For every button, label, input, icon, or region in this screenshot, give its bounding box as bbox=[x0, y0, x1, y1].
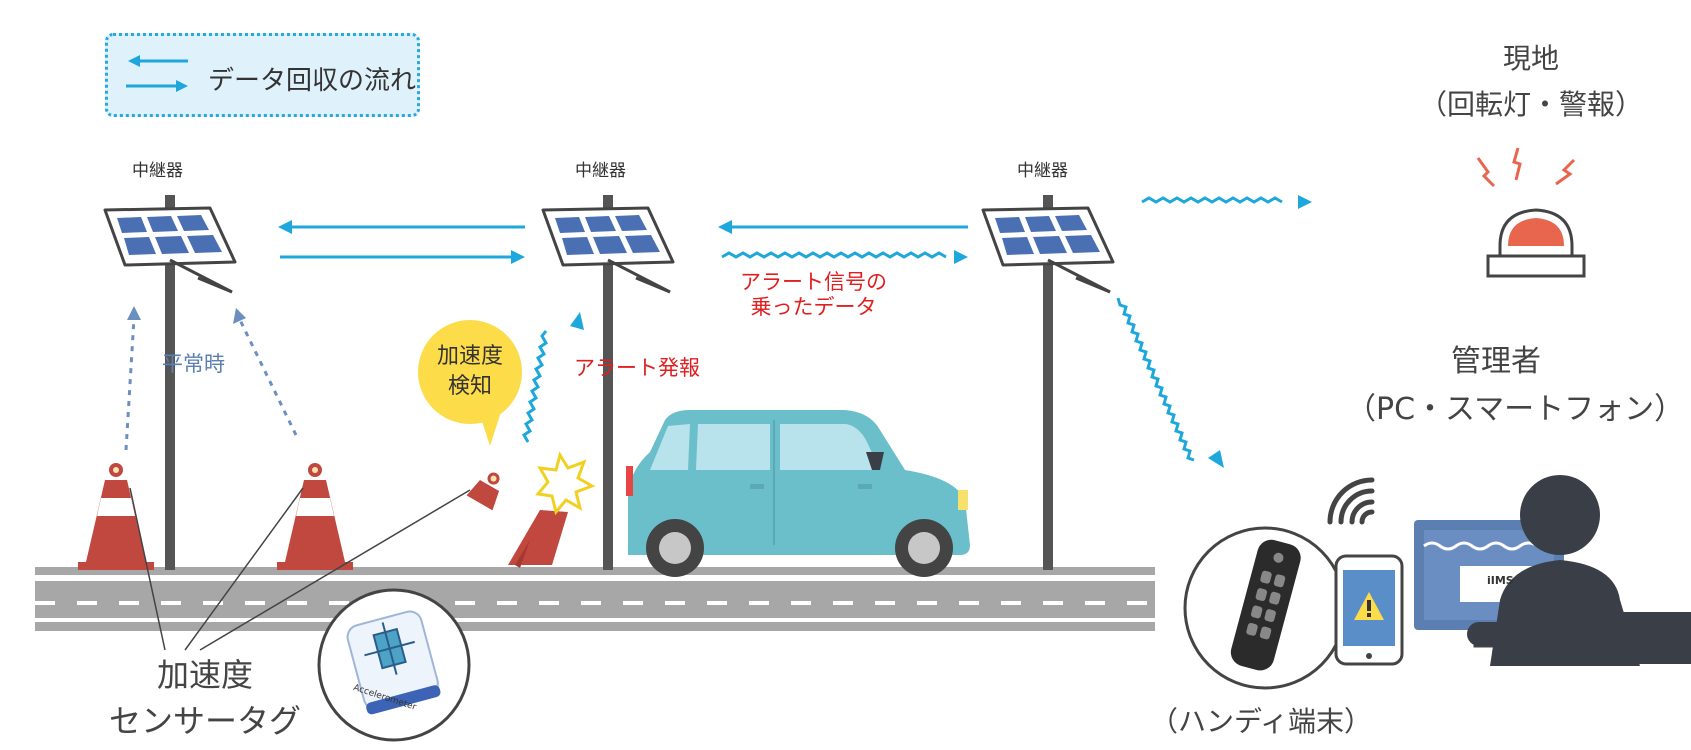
alert-data-line1: アラート信号の bbox=[740, 270, 887, 294]
fallen-cone bbox=[466, 472, 568, 568]
alert-wave-arrowheads bbox=[570, 195, 1312, 468]
admin-label: 管理者 （PC・スマートフォン） bbox=[1346, 338, 1685, 434]
onsite-line1: 現地 bbox=[1502, 42, 1559, 75]
legend-box: データ回収の流れ bbox=[105, 33, 420, 117]
monitor-brand-label: iIMS bbox=[1487, 574, 1514, 587]
legend-label: データ回収の流れ bbox=[208, 66, 417, 96]
accel-detect-label: 加速度 検知 bbox=[425, 342, 515, 402]
flow-arrows bbox=[278, 220, 968, 264]
traffic-cone-2 bbox=[277, 463, 353, 570]
normal-dotted-arrows bbox=[124, 317, 298, 451]
accel-detect-bubble bbox=[418, 320, 522, 446]
wifi-icon bbox=[1327, 477, 1375, 525]
alarm-spark-icon bbox=[1476, 147, 1576, 188]
relay-panel-3 bbox=[981, 206, 1115, 294]
handy-terminal-label: （ハンディ端末） bbox=[1150, 705, 1373, 738]
relay-panel-2 bbox=[541, 206, 675, 294]
relay-label-2: 中継器 bbox=[575, 161, 626, 181]
accel-detect-line1: 加速度 bbox=[436, 344, 503, 369]
sensor-tag-label: 加速度 センサータグ bbox=[90, 652, 320, 744]
normal-label: 平常時 bbox=[162, 352, 225, 376]
legend-arrows-icon bbox=[126, 55, 188, 92]
alert-issue-label: アラート発報 bbox=[574, 356, 700, 380]
onsite-line2: （回転灯・警報） bbox=[1418, 88, 1643, 121]
relay-label-3: 中継器 bbox=[1017, 161, 1068, 181]
accel-detect-line2: 検知 bbox=[447, 374, 492, 399]
alert-data-line2: 乗ったデータ bbox=[750, 295, 877, 319]
relay-panel-1 bbox=[103, 206, 237, 294]
alert-wave-arrows bbox=[522, 196, 1283, 462]
onsite-label: 現地 （回転灯・警報） bbox=[1416, 36, 1646, 128]
admin-line2: （PC・スマートフォン） bbox=[1346, 392, 1685, 427]
rotating-light-icon bbox=[1486, 208, 1586, 278]
alert-data-label: アラート信号の 乗ったデータ bbox=[740, 270, 887, 320]
admin-line1: 管理者 bbox=[1451, 344, 1541, 379]
admin-person-icon bbox=[1467, 475, 1691, 666]
sensor-line1: 加速度 bbox=[156, 656, 253, 694]
smartphone-icon bbox=[1334, 554, 1404, 666]
sensor-line2: センサータグ bbox=[108, 702, 301, 740]
impact-burst bbox=[535, 451, 596, 516]
sensor-callout-lines bbox=[129, 487, 471, 651]
sensor-tag-image bbox=[317, 588, 471, 742]
relay-label-1: 中継器 bbox=[132, 161, 183, 181]
car bbox=[626, 410, 970, 577]
traffic-cone-1 bbox=[78, 463, 154, 570]
road bbox=[35, 567, 1155, 631]
relay-poles bbox=[165, 195, 1053, 570]
handy-terminal-image bbox=[1183, 526, 1347, 690]
normal-arrowheads bbox=[127, 306, 246, 324]
